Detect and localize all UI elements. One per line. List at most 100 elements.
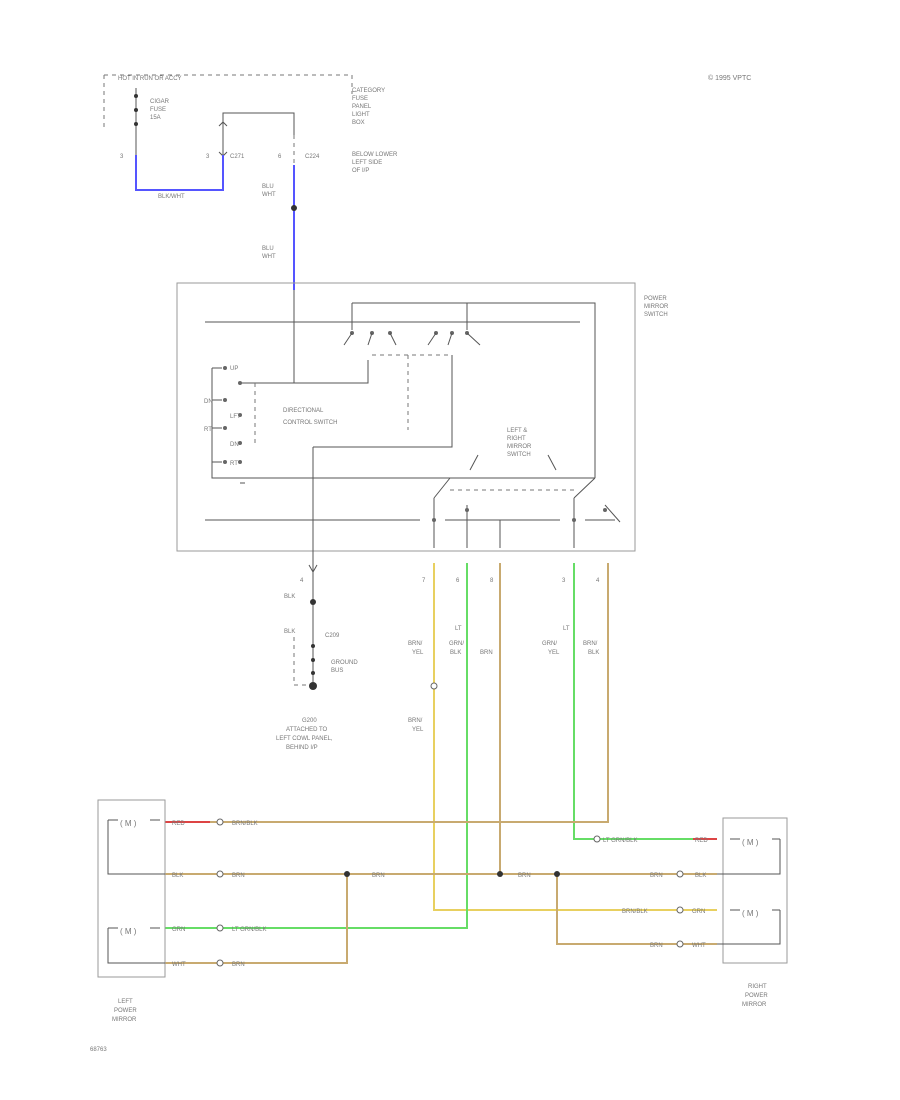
left-power-mirror: ( M ) ( M ) RED BRN/BLK BLK BRN GRN LT G…: [97, 799, 266, 1023]
mid-wire-1: BRN: [372, 873, 385, 879]
ground-circuit: 4 BLK BLK C209 GROUND BUS G200 ATTACHED …: [276, 548, 358, 751]
hot-in-run-label: HOT IN RUN OR ACCY: [118, 76, 182, 82]
pin-mid: 3: [206, 154, 210, 160]
conn-c271: C271: [230, 154, 245, 160]
sel-label-4: SWITCH: [507, 452, 531, 458]
dir-contact-2: DN: [204, 399, 213, 405]
ground-splice-2: BUS: [331, 668, 343, 674]
switch-title-1: POWER: [644, 296, 667, 302]
dir-contact-1: UP: [230, 366, 238, 372]
rm-wire-4: BRN: [650, 943, 663, 949]
figure-id: 68763: [90, 1047, 107, 1053]
mode-contacts: [313, 331, 481, 448]
rm-pin-1: RED: [695, 838, 708, 844]
copyright-note: © 1995 VPTC: [708, 74, 751, 82]
harness-w1-1: BRN/: [408, 641, 423, 647]
switch-pin-2: 6: [456, 578, 460, 584]
ground-loc-4: BEHIND I/P: [286, 745, 318, 751]
ground-conn: C209: [325, 633, 340, 639]
ground-splice-1: GROUND: [331, 660, 358, 666]
harness-w3: BRN: [480, 650, 493, 656]
ground-loc-3: LEFT COWL PANEL,: [276, 736, 333, 742]
dir-label-1: DIRECTIONAL: [283, 408, 324, 414]
switch-title-3: SWITCH: [644, 312, 668, 318]
rm-wire-1: LT GRN/BLK: [603, 838, 637, 844]
switch-pin-1: 7: [422, 578, 426, 584]
harness-w2-3: BLK: [450, 650, 461, 656]
fusebox-label-4: LIGHT: [352, 112, 370, 118]
ground-loc-1: G200: [302, 718, 317, 724]
rm-pin-2: BLK: [695, 873, 706, 879]
lm-pin-1: RED: [172, 821, 185, 827]
conn-c224: C224: [305, 154, 320, 160]
fusebox-label-8: OF I/P: [352, 168, 369, 174]
lm-wire-1: BRN/BLK: [232, 821, 258, 827]
mirror-selector-switch: LEFT & RIGHT MIRROR SWITCH: [312, 428, 621, 548]
switch-pin-4: 3: [562, 578, 566, 584]
fuse-block: HOT IN RUN OR ACCY CIGAR FUSE 15A 3 3 C2…: [103, 74, 398, 290]
fusebox-label-5: BOX: [352, 120, 365, 126]
wire-a-1: BLU: [262, 184, 274, 190]
directional-control-switch: DIRECTIONAL CONTROL SWITCH UP DN LFT RT …: [204, 366, 595, 484]
wire-b-1: BLU: [262, 246, 274, 252]
dir-label-2: CONTROL SWITCH: [283, 420, 337, 426]
right-motor-1: ( M ): [742, 838, 759, 847]
lm-pin-4: WHT: [172, 962, 186, 968]
mirror-harness: BRN/ YEL LT GRN/ BLK BRN LT GRN/ YEL BRN…: [165, 563, 717, 964]
switch-pin-3: 8: [490, 578, 494, 584]
lm-label-3: MIRROR: [112, 1017, 137, 1023]
sel-label-3: MIRROR: [507, 444, 532, 450]
sel-label-2: RIGHT: [507, 436, 526, 442]
ground-wire-1: BLK: [284, 594, 295, 600]
rm-label-3: MIRROR: [742, 1002, 767, 1008]
pin-right: 6: [278, 154, 282, 160]
rm-pin-4: WHT: [692, 943, 706, 949]
fusebox-label-7: LEFT SIDE: [352, 160, 382, 166]
lm-wire-4: BRN: [232, 962, 245, 968]
harness-w4-2: GRN/: [542, 641, 557, 647]
dir-contact-4: RT: [204, 427, 212, 433]
rm-pin-3: GRN: [692, 909, 705, 915]
fuse-label-2: FUSE: [150, 107, 166, 113]
rm-label-1: RIGHT: [748, 984, 767, 990]
harness-w4-1: LT: [563, 626, 570, 632]
rm-wire-2: BRN: [650, 873, 663, 879]
lm-label-1: LEFT: [118, 999, 133, 1005]
harness-w6-1: BRN/: [408, 718, 423, 724]
harness-w1-2: YEL: [412, 650, 424, 656]
right-power-mirror: ( M ) ( M ) LT GRN/BLK RED BRN BLK BRN/B…: [593, 817, 788, 1008]
rm-wire-3: BRN/BLK: [622, 909, 648, 915]
left-motor-2: ( M ): [120, 927, 137, 936]
wire-a-2: WHT: [262, 192, 276, 198]
pin-left: 3: [120, 154, 124, 160]
right-motor-2: ( M ): [742, 909, 759, 918]
ground-wire-2: BLK: [284, 629, 295, 635]
rm-label-2: POWER: [745, 993, 768, 999]
power-mirror-switch: POWER MIRROR SWITCH DIRECTIONAL CONTROL …: [176, 282, 669, 584]
lm-wire-3: LT GRN/BLK: [232, 927, 266, 933]
blue-wire-label: BLK/WHT: [158, 194, 185, 200]
ground-pin: 4: [300, 578, 304, 584]
dir-contact-6: RT: [230, 461, 238, 467]
left-motor-1: ( M ): [120, 819, 137, 828]
harness-w2-1: LT: [455, 626, 462, 632]
sel-label-1: LEFT &: [507, 428, 527, 434]
harness-w4-3: YEL: [548, 650, 560, 656]
harness-w6-2: YEL: [412, 727, 424, 733]
dir-contact-3: LFT: [230, 414, 241, 420]
switch-title-2: MIRROR: [644, 304, 669, 310]
fusebox-label-1: CATEGORY: [352, 88, 385, 94]
mid-wire-2: BRN: [518, 873, 531, 879]
fusebox-label-3: PANEL: [352, 104, 372, 110]
switch-pin-5: 4: [596, 578, 600, 584]
lm-label-2: POWER: [114, 1008, 137, 1014]
wire-b-2: WHT: [262, 254, 276, 260]
fusebox-label-6: BELOW LOWER: [352, 152, 398, 158]
harness-w5-1: BRN/: [583, 641, 598, 647]
harness-w2-2: GRN/: [449, 641, 464, 647]
dir-contact-5: DN: [230, 442, 239, 448]
harness-w5-2: BLK: [588, 650, 599, 656]
lm-pin-2: BLK: [172, 873, 183, 879]
fuse-label-3: 15A: [150, 115, 161, 121]
